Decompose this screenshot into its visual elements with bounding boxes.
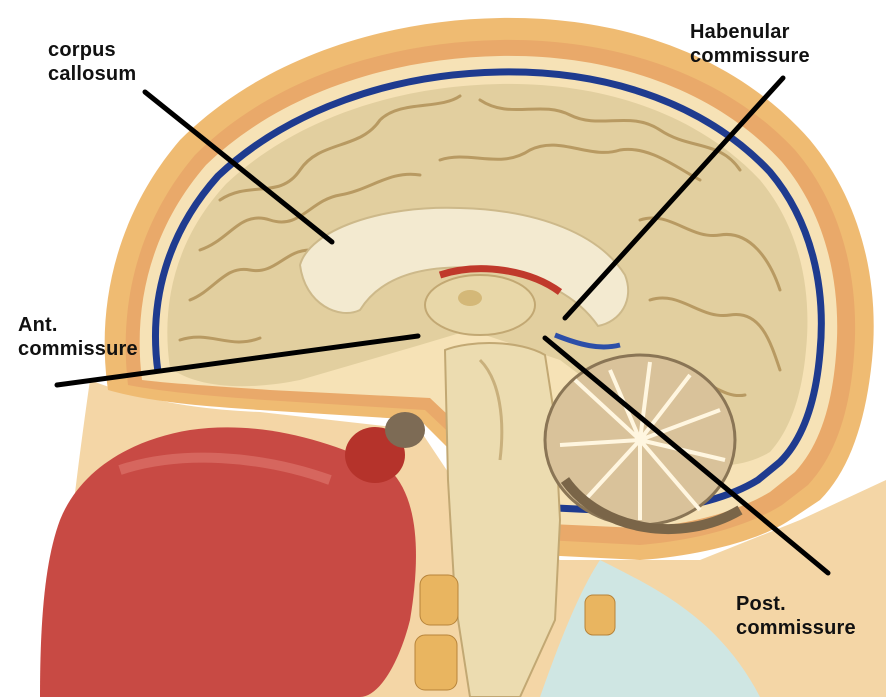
label-habenular-commissure: Habenular commissure <box>690 20 810 68</box>
brainstem <box>445 343 560 697</box>
label-posterior-commissure: Post. commissure <box>736 592 856 640</box>
label-corpus-callosum: corpus callosum <box>48 38 136 86</box>
label-anterior-commissure: Ant. commissure <box>18 313 138 361</box>
